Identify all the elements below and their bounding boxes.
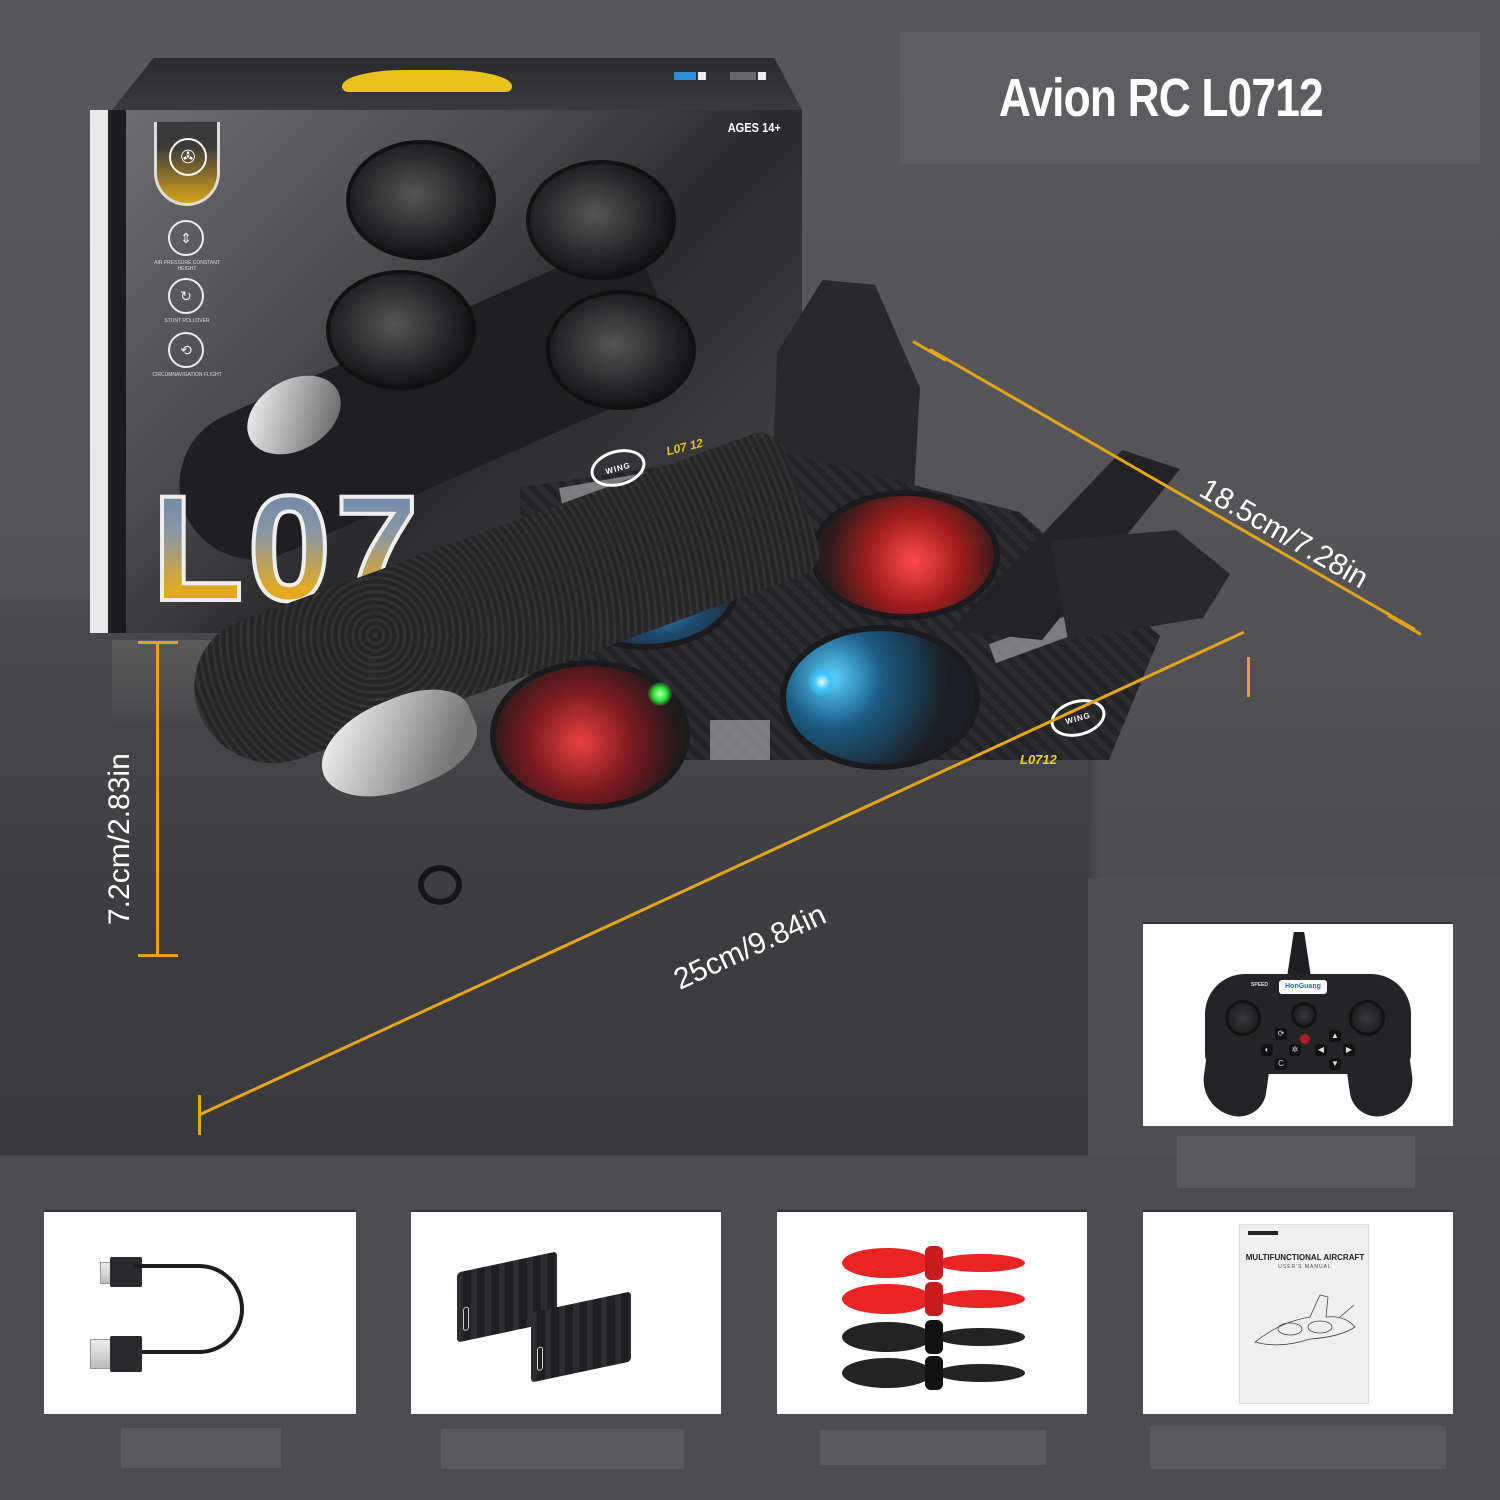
usb-cable: [134, 1264, 244, 1354]
length-dimension-tick: [198, 1095, 201, 1135]
landing-wheel: [418, 865, 462, 905]
box-color-tab: [674, 72, 696, 80]
title-banner: Avion RC L0712: [900, 32, 1480, 164]
aircraft-sketch-icon: [1254, 1294, 1356, 1346]
trim-up-icon: ▲: [1329, 1030, 1341, 1042]
feature-label: Air pressure constant height: [154, 260, 220, 272]
height-label: 7.2cm/2.83in: [103, 753, 136, 925]
trim-down-icon: ▼: [1329, 1058, 1341, 1070]
usb-cable-card: [44, 1210, 356, 1414]
box-handle: [342, 70, 512, 92]
usb-a-connector: [90, 1339, 112, 1369]
age-label: AGES 14+: [728, 120, 782, 135]
manual-subtitle: USER'S MANUAL: [1278, 1264, 1332, 1270]
rotor-blue: [780, 625, 980, 770]
page-title: Avion RC L0712: [999, 68, 1324, 128]
plane-stabilizer: [1050, 530, 1230, 640]
trim-left-icon: ◀: [1315, 1044, 1327, 1056]
usb-c-port-icon: [463, 1306, 469, 1332]
propeller-logo-icon: ✇: [169, 138, 207, 176]
box-side-panel: [90, 110, 112, 633]
controller-brand-logo: HonGuang: [1279, 980, 1327, 994]
mode-button-icon: ⟳: [1275, 1028, 1287, 1040]
box-rotor-icon: [546, 290, 696, 410]
light-button-icon: ◐: [1261, 1044, 1273, 1056]
center-button: [1291, 1002, 1317, 1028]
box-color-tab: [730, 72, 756, 80]
left-joystick: [1225, 1000, 1261, 1036]
feature-label: Stunt rollover: [164, 318, 210, 324]
right-joystick: [1349, 1000, 1385, 1036]
circumnavigation-icon: ⟲: [168, 332, 204, 368]
controller-caption-placeholder: [1177, 1136, 1415, 1188]
height-dimension-line: [156, 642, 159, 955]
speed-label: SPEED: [1251, 982, 1268, 988]
box-color-tab: [698, 72, 706, 80]
rotor-red: [810, 490, 1000, 620]
user-manual: MULTIFUNCTIONAL AIRCRAFT USER'S MANUAL: [1239, 1224, 1369, 1404]
propellers-caption-placeholder: [820, 1430, 1046, 1465]
usb-cable-caption-placeholder: [121, 1428, 281, 1468]
trim-right-icon: ▶: [1343, 1044, 1355, 1056]
box-color-tab: [758, 72, 766, 80]
controller-card: SPEED HonGuang ⟳ ◐ ✲ C ▲ ◀ ▶ ▼: [1143, 922, 1453, 1126]
batteries-caption-placeholder: [441, 1429, 684, 1469]
manual-tag: [1248, 1231, 1278, 1235]
green-led-icon: [648, 682, 672, 706]
batteries-card: [411, 1210, 721, 1414]
brand-badge: ✇: [154, 122, 220, 206]
power-indicator-icon: [1300, 1034, 1310, 1044]
blue-led-icon: [808, 668, 836, 696]
propeller-black: [842, 1320, 1025, 1354]
stunt-rollover-icon: ↻: [168, 278, 204, 314]
manual-caption-placeholder: [1150, 1426, 1446, 1469]
rc-plane-image: WING WING L0712: [174, 280, 1250, 930]
box-rotor-icon: [326, 270, 476, 390]
return-button-icon: C: [1275, 1058, 1287, 1070]
propellers-card: [777, 1210, 1087, 1414]
air-pressure-icon: ⇕: [168, 220, 204, 256]
propeller-red: [842, 1282, 1025, 1316]
usb-c-port-icon: [537, 1346, 543, 1372]
box-rotor-icon: [526, 160, 676, 280]
manual-card: MULTIFUNCTIONAL AIRCRAFT USER'S MANUAL: [1143, 1210, 1453, 1414]
feature-label: Circumnavigation flight: [152, 372, 222, 378]
usb-a-head: [110, 1336, 142, 1372]
length-dimension-tick: [1247, 657, 1250, 697]
box-rotor-icon: [346, 140, 496, 260]
headless-button-icon: ✲: [1289, 1044, 1301, 1056]
height-dimension-tick: [138, 641, 178, 644]
manual-title: MULTIFUNCTIONAL AIRCRAFT: [1245, 1253, 1365, 1262]
camo-pattern: [710, 720, 770, 760]
propeller-red: [842, 1246, 1025, 1280]
plane-model-decal: L0712: [1020, 752, 1057, 767]
height-dimension-tick: [138, 954, 178, 957]
propeller-black: [842, 1356, 1025, 1390]
